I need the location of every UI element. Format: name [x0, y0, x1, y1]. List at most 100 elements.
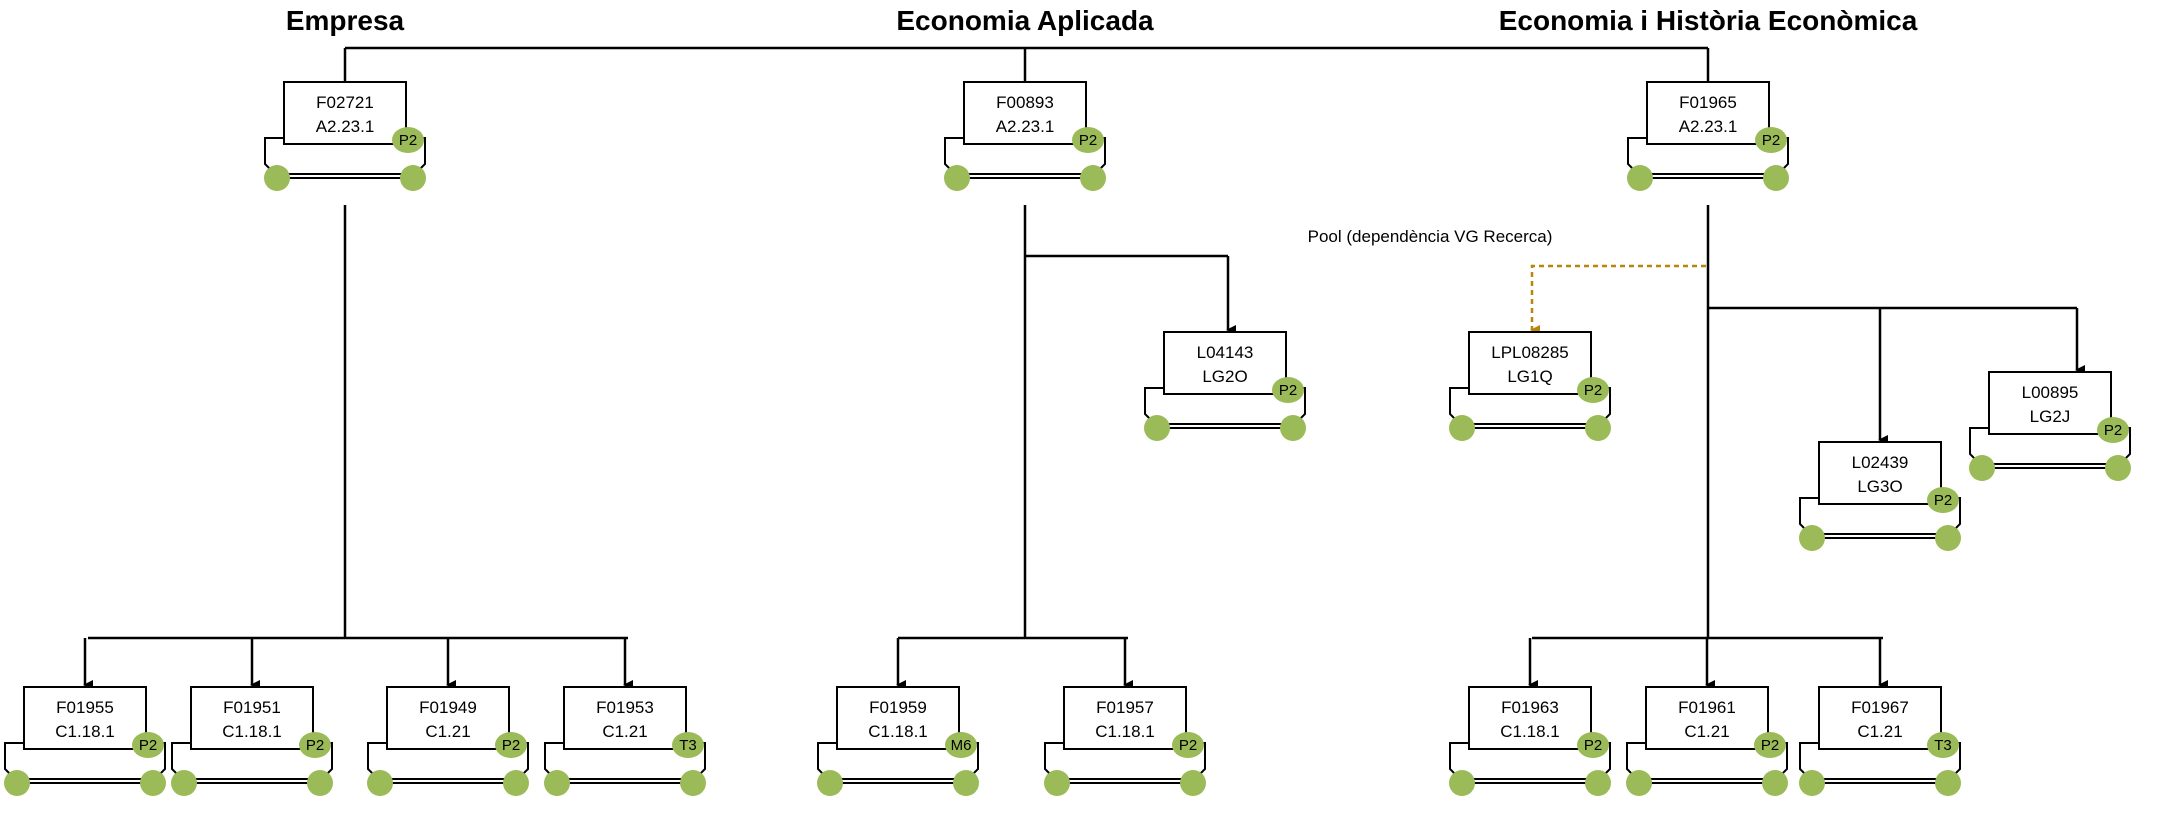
node-category: C1.18.1 — [1095, 722, 1155, 741]
node-category: C1.21 — [1684, 722, 1729, 741]
node-dot-right — [1180, 770, 1206, 796]
node-dot-right — [1935, 770, 1961, 796]
node-dot-left — [1449, 770, 1475, 796]
node-dot-left — [171, 770, 197, 796]
node-dot-right — [503, 770, 529, 796]
node-code: F01961 — [1678, 698, 1736, 717]
node-dot-right — [2105, 455, 2131, 481]
level-badge — [672, 732, 704, 758]
level-badge-text: P2 — [1761, 737, 1779, 754]
node-category: C1.18.1 — [222, 722, 282, 741]
level-badge — [132, 732, 164, 758]
node-category: LG2J — [2030, 407, 2071, 426]
node-code: F01959 — [869, 698, 927, 717]
level-badge — [1072, 127, 1104, 153]
level-badge — [299, 732, 331, 758]
level-badge — [1272, 377, 1304, 403]
node-box — [190, 686, 314, 750]
node-dot-right — [953, 770, 979, 796]
node-box — [1063, 686, 1187, 750]
level-badge-text: P2 — [502, 737, 520, 754]
node-box — [23, 686, 147, 750]
level-badge — [2097, 417, 2129, 443]
node-box — [836, 686, 960, 750]
node-code: L00895 — [2022, 383, 2079, 402]
node-dot-right — [1280, 415, 1306, 441]
node-category: A2.23.1 — [1679, 117, 1738, 136]
level-badge — [1577, 732, 1609, 758]
node-category: LG2O — [1202, 367, 1247, 386]
node-dot-right — [140, 770, 166, 796]
node-category: C1.18.1 — [868, 722, 928, 741]
node-dot-left — [817, 770, 843, 796]
node-code: LPL08285 — [1491, 343, 1569, 362]
level-badge-text: P2 — [1584, 737, 1602, 754]
level-badge-text: P2 — [1584, 382, 1602, 399]
node-dot-left — [544, 770, 570, 796]
level-badge — [1577, 377, 1609, 403]
node-dot-left — [264, 165, 290, 191]
level-badge-text: P2 — [1279, 382, 1297, 399]
node-category: C1.21 — [425, 722, 470, 741]
node-code: F01963 — [1501, 698, 1559, 717]
node-code: F01951 — [223, 698, 281, 717]
node-dot-right — [307, 770, 333, 796]
node-dot-right — [1585, 770, 1611, 796]
node-code: L02439 — [1852, 453, 1909, 472]
node-box — [1988, 371, 2112, 435]
node-dot-left — [1044, 770, 1070, 796]
level-badge-text: P2 — [139, 737, 157, 754]
node-box — [1163, 331, 1287, 395]
node-code: F02721 — [316, 93, 374, 112]
node-box — [563, 686, 687, 750]
node-category: C1.21 — [1857, 722, 1902, 741]
level-badge-text: P2 — [2104, 422, 2122, 439]
node-category: A2.23.1 — [996, 117, 1055, 136]
node-dot-left — [1799, 770, 1825, 796]
node-dot-left — [1626, 770, 1652, 796]
node-code: F00893 — [996, 93, 1054, 112]
level-badge-text: P2 — [1762, 132, 1780, 149]
level-badge — [1172, 732, 1204, 758]
node-box — [1468, 331, 1592, 395]
node-box — [386, 686, 510, 750]
node-dot-left — [1449, 415, 1475, 441]
pool-dashed-connector — [1530, 264, 1706, 335]
node-box — [1468, 686, 1592, 750]
node-category: LG1Q — [1507, 367, 1552, 386]
level-badge — [1754, 732, 1786, 758]
node-dot-left — [4, 770, 30, 796]
node-category: A2.23.1 — [316, 117, 375, 136]
node-box — [1646, 81, 1770, 145]
level-badge-text: M6 — [951, 737, 972, 754]
node-code: F01955 — [56, 698, 114, 717]
node-code: F01967 — [1851, 698, 1909, 717]
node-box — [1645, 686, 1769, 750]
node-dot-left — [944, 165, 970, 191]
node-code: F01953 — [596, 698, 654, 717]
node-dot-right — [1763, 165, 1789, 191]
level-badge — [945, 732, 977, 758]
node-box — [1818, 441, 1942, 505]
node-box — [963, 81, 1087, 145]
level-badge — [1755, 127, 1787, 153]
node-dot-left — [1144, 415, 1170, 441]
node-dot-left — [1969, 455, 1995, 481]
